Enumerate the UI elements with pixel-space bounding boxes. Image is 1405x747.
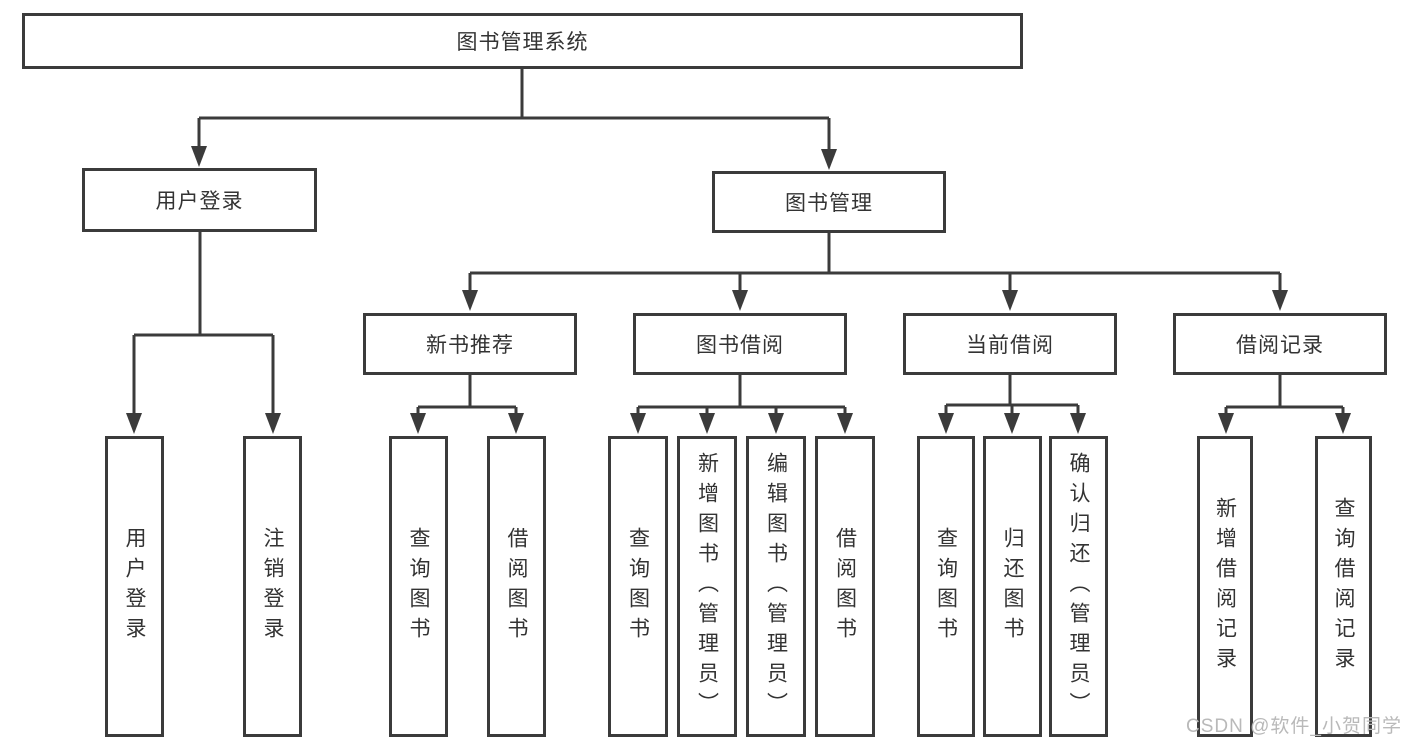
node-book-management-label: 图书管理	[785, 192, 873, 215]
leaf-query-books-3: 查询图书	[917, 436, 975, 737]
node-user-login: 用户登录	[82, 168, 317, 232]
leaf-user-login: 用户登录	[105, 436, 164, 737]
leaf-query-books-2-label: 查询图书	[626, 526, 650, 647]
leaf-query-books-1: 查询图书	[389, 436, 448, 737]
node-book-management: 图书管理	[712, 171, 946, 233]
node-book-borrowing-label: 图书借阅	[696, 334, 784, 357]
node-root: 图书管理系统	[22, 13, 1023, 69]
leaf-logout: 注销登录	[243, 436, 302, 737]
leaf-return-books-label: 归还图书	[1001, 526, 1024, 647]
node-current-borrowing-label: 当前借阅	[966, 334, 1054, 357]
leaf-borrow-books-1: 借阅图书	[487, 436, 546, 737]
leaf-edit-books-admin-label: 编辑图书（管理员）	[764, 451, 788, 722]
leaf-query-borrow-record: 查询借阅记录	[1315, 436, 1372, 737]
leaf-add-borrow-record-label: 新增借阅记录	[1213, 496, 1237, 677]
leaf-user-login-label: 用户登录	[123, 526, 146, 647]
node-new-book-recommend-label: 新书推荐	[426, 334, 514, 357]
node-book-borrowing: 图书借阅	[633, 313, 847, 375]
leaf-return-books: 归还图书	[983, 436, 1042, 737]
leaf-logout-label: 注销登录	[261, 526, 284, 647]
leaf-borrow-books-2-label: 借阅图书	[833, 526, 857, 647]
watermark: CSDN @软件_小贺同学	[1186, 716, 1402, 737]
leaf-add-books-admin: 新增图书（管理员）	[677, 436, 737, 737]
node-borrowing-records-label: 借阅记录	[1236, 334, 1324, 357]
node-current-borrowing: 当前借阅	[903, 313, 1117, 375]
node-user-login-label: 用户登录	[155, 190, 244, 213]
node-new-book-recommend: 新书推荐	[363, 313, 577, 375]
leaf-query-borrow-record-label: 查询借阅记录	[1332, 496, 1355, 677]
leaf-query-books-3-label: 查询图书	[934, 526, 958, 647]
leaf-confirm-return-admin-label: 确认归还（管理员）	[1067, 451, 1090, 722]
leaf-borrow-books-1-label: 借阅图书	[505, 526, 528, 647]
node-borrowing-records: 借阅记录	[1173, 313, 1387, 375]
leaf-add-borrow-record: 新增借阅记录	[1197, 436, 1253, 737]
leaf-borrow-books-2: 借阅图书	[815, 436, 875, 737]
leaf-add-books-admin-label: 新增图书（管理员）	[695, 451, 719, 722]
leaf-edit-books-admin: 编辑图书（管理员）	[746, 436, 806, 737]
node-root-label: 图书管理系统	[456, 31, 589, 54]
leaf-confirm-return-admin: 确认归还（管理员）	[1049, 436, 1108, 737]
leaf-query-books-1-label: 查询图书	[407, 526, 430, 647]
leaf-query-books-2: 查询图书	[608, 436, 668, 737]
